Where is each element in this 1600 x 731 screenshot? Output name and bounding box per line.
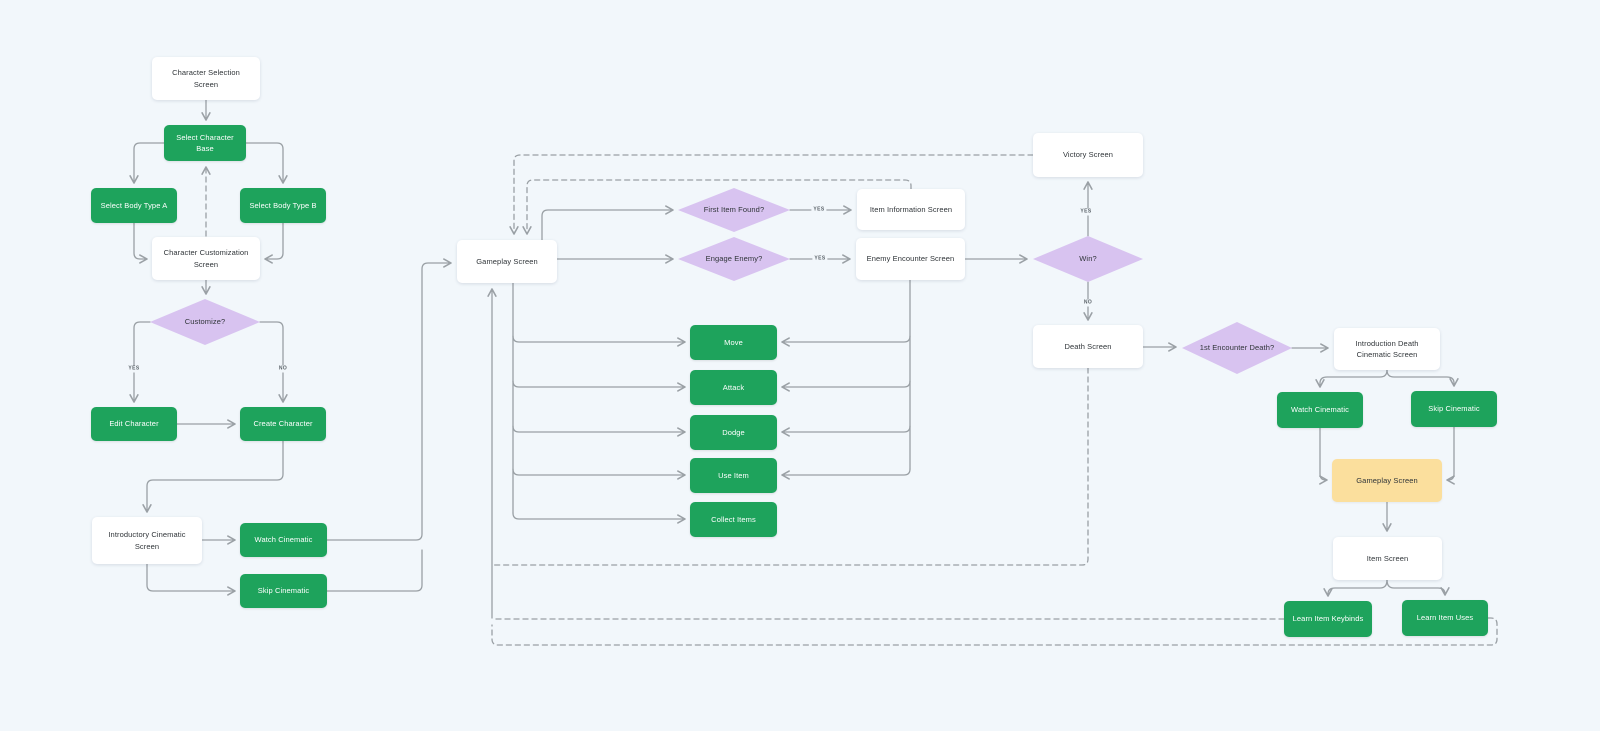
edge-label-win-no: NO [1081,299,1095,307]
node-item-screen[interactable]: Item Screen [1333,537,1442,580]
node-move[interactable]: Move [690,325,777,360]
node-create-character[interactable]: Create Character [240,407,326,441]
node-watch-cinematic-2[interactable]: Watch Cinematic [1277,392,1363,428]
node-select-body-type-a[interactable]: Select Body Type A [91,188,177,223]
node-select-character-base[interactable]: Select Character Base [164,125,246,161]
node-skip-cinematic-2[interactable]: Skip Cinematic [1411,391,1497,427]
node-collect-items[interactable]: Collect Items [690,502,777,537]
node-watch-cinematic-1[interactable]: Watch Cinematic [240,523,327,557]
edge-label-customize-yes: YES [126,365,142,373]
node-death-screen[interactable]: Death Screen [1033,325,1143,368]
node-introductory-cinematic-screen[interactable]: Introductory Cinematic Screen [92,517,202,564]
node-enemy-encounter-screen[interactable]: Enemy Encounter Screen [856,238,965,280]
node-use-item[interactable]: Use Item [690,458,777,493]
node-introduction-death-cinematic-screen[interactable]: Introduction Death Cinematic Screen [1334,328,1440,370]
node-gameplay-screen-highlight[interactable]: Gameplay Screen [1332,459,1442,502]
edge-label-win-yes: YES [1078,208,1094,216]
edge-label-first-item-yes: YES [811,206,827,214]
node-character-selection-screen[interactable]: Character Selection Screen [152,57,260,100]
node-character-customization-screen[interactable]: Character Customization Screen [152,237,260,280]
node-skip-cinematic-1[interactable]: Skip Cinematic [240,574,327,608]
node-attack[interactable]: Attack [690,370,777,405]
node-item-information-screen[interactable]: Item Information Screen [857,189,965,230]
node-learn-item-uses[interactable]: Learn Item Uses [1402,600,1488,636]
edge-label-customize-no: NO [276,365,290,373]
node-select-body-type-b[interactable]: Select Body Type B [240,188,326,223]
node-victory-screen[interactable]: Victory Screen [1033,133,1143,177]
node-gameplay-screen[interactable]: Gameplay Screen [457,240,557,283]
node-learn-item-keybinds[interactable]: Learn Item Keybinds [1284,601,1372,637]
node-dodge[interactable]: Dodge [690,415,777,450]
node-edit-character[interactable]: Edit Character [91,407,177,441]
edge-label-engage-yes: YES [812,255,828,263]
